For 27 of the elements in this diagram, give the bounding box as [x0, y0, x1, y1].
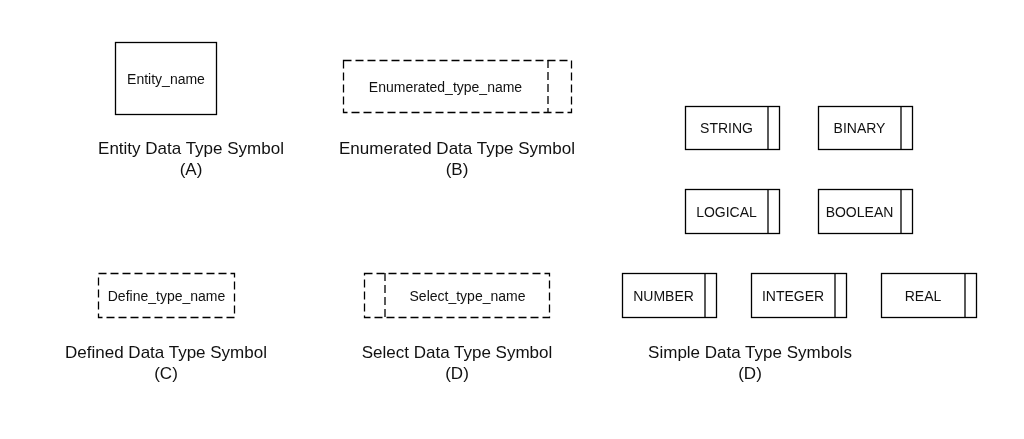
type-name: INTEGER — [760, 287, 826, 304]
type-name: Entity_name — [126, 70, 206, 87]
type-name: STRING — [699, 120, 754, 136]
type-name: BOOLEAN — [824, 203, 895, 220]
symbol-caption: Entity Data Type Symbol (A) — [98, 138, 284, 180]
type-name: REAL — [903, 287, 943, 304]
simple-type-symbol — [622, 273, 717, 318]
defined-type-symbol — [98, 273, 235, 318]
type-name: BINARY — [832, 120, 887, 136]
symbol-caption: Defined Data Type Symbol (C) — [65, 342, 267, 384]
type-name: Enumerated_type_name — [367, 78, 524, 95]
type-name: LOGICAL — [695, 203, 758, 220]
simple-type-symbol — [685, 106, 780, 150]
symbol-caption: Enumerated Data Type Symbol (B) — [339, 138, 575, 180]
type-name: Select_type_name — [408, 287, 527, 304]
group-caption: Simple Data Type Symbols (D) — [648, 342, 852, 384]
simple-type-symbol — [751, 273, 847, 318]
simple-type-symbol — [685, 189, 780, 234]
select-symbol — [364, 273, 550, 318]
type-name: NUMBER — [632, 287, 695, 304]
simple-type-symbol — [818, 106, 913, 150]
entity-symbol — [115, 42, 217, 115]
symbol-caption: Select Data Type Symbol (D) — [361, 342, 553, 384]
simple-type-symbol — [818, 189, 913, 234]
enumeration-symbol — [343, 60, 572, 113]
simple-type-symbol — [881, 273, 977, 318]
type-name: Define_type_name — [106, 287, 227, 304]
